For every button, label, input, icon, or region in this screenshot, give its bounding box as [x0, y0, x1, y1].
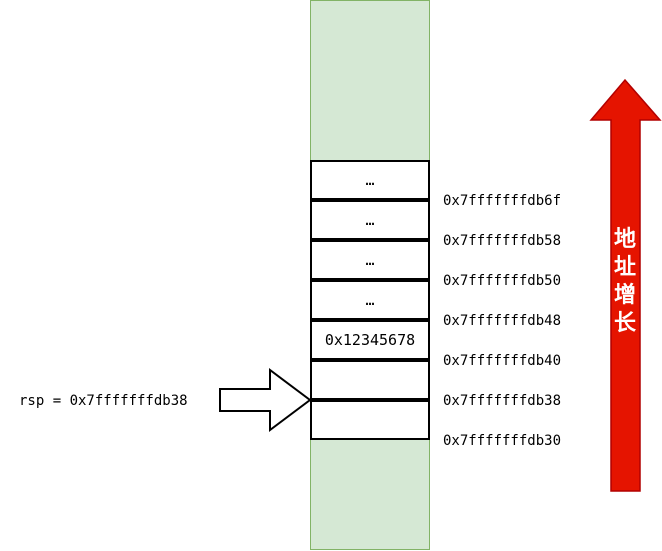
stack-cell: …: [310, 240, 430, 280]
rsp-label: rsp = 0x7fffffffdb38: [19, 393, 188, 409]
address-label: 0x7fffffffdb40: [443, 353, 562, 369]
growth-char: 地: [613, 227, 636, 252]
growth-char: 长: [613, 311, 636, 336]
address-label: 0x7fffffffdb58: [443, 233, 562, 249]
stack-cell: [310, 360, 430, 400]
arrow-up-icon: [589, 78, 662, 492]
address-growth-label: 地 址 增 长: [609, 226, 641, 338]
address-label: 0x7fffffffdb6f: [443, 193, 562, 209]
address-label: 0x7fffffffdb30: [443, 433, 562, 449]
growth-char: 址: [613, 255, 636, 280]
hollow-arrow-right-icon: [219, 368, 312, 432]
growth-char: 增: [613, 283, 636, 308]
address-label: 0x7fffffffdb38: [443, 393, 562, 409]
stack-cell: …: [310, 200, 430, 240]
stack-cell-rsp: [310, 400, 430, 440]
address-label: 0x7fffffffdb48: [443, 313, 562, 329]
stack-cell: …: [310, 160, 430, 200]
address-label: 0x7fffffffdb50: [443, 273, 562, 289]
stack-cell-value: 0x12345678: [310, 320, 430, 360]
stack-cell: …: [310, 280, 430, 320]
